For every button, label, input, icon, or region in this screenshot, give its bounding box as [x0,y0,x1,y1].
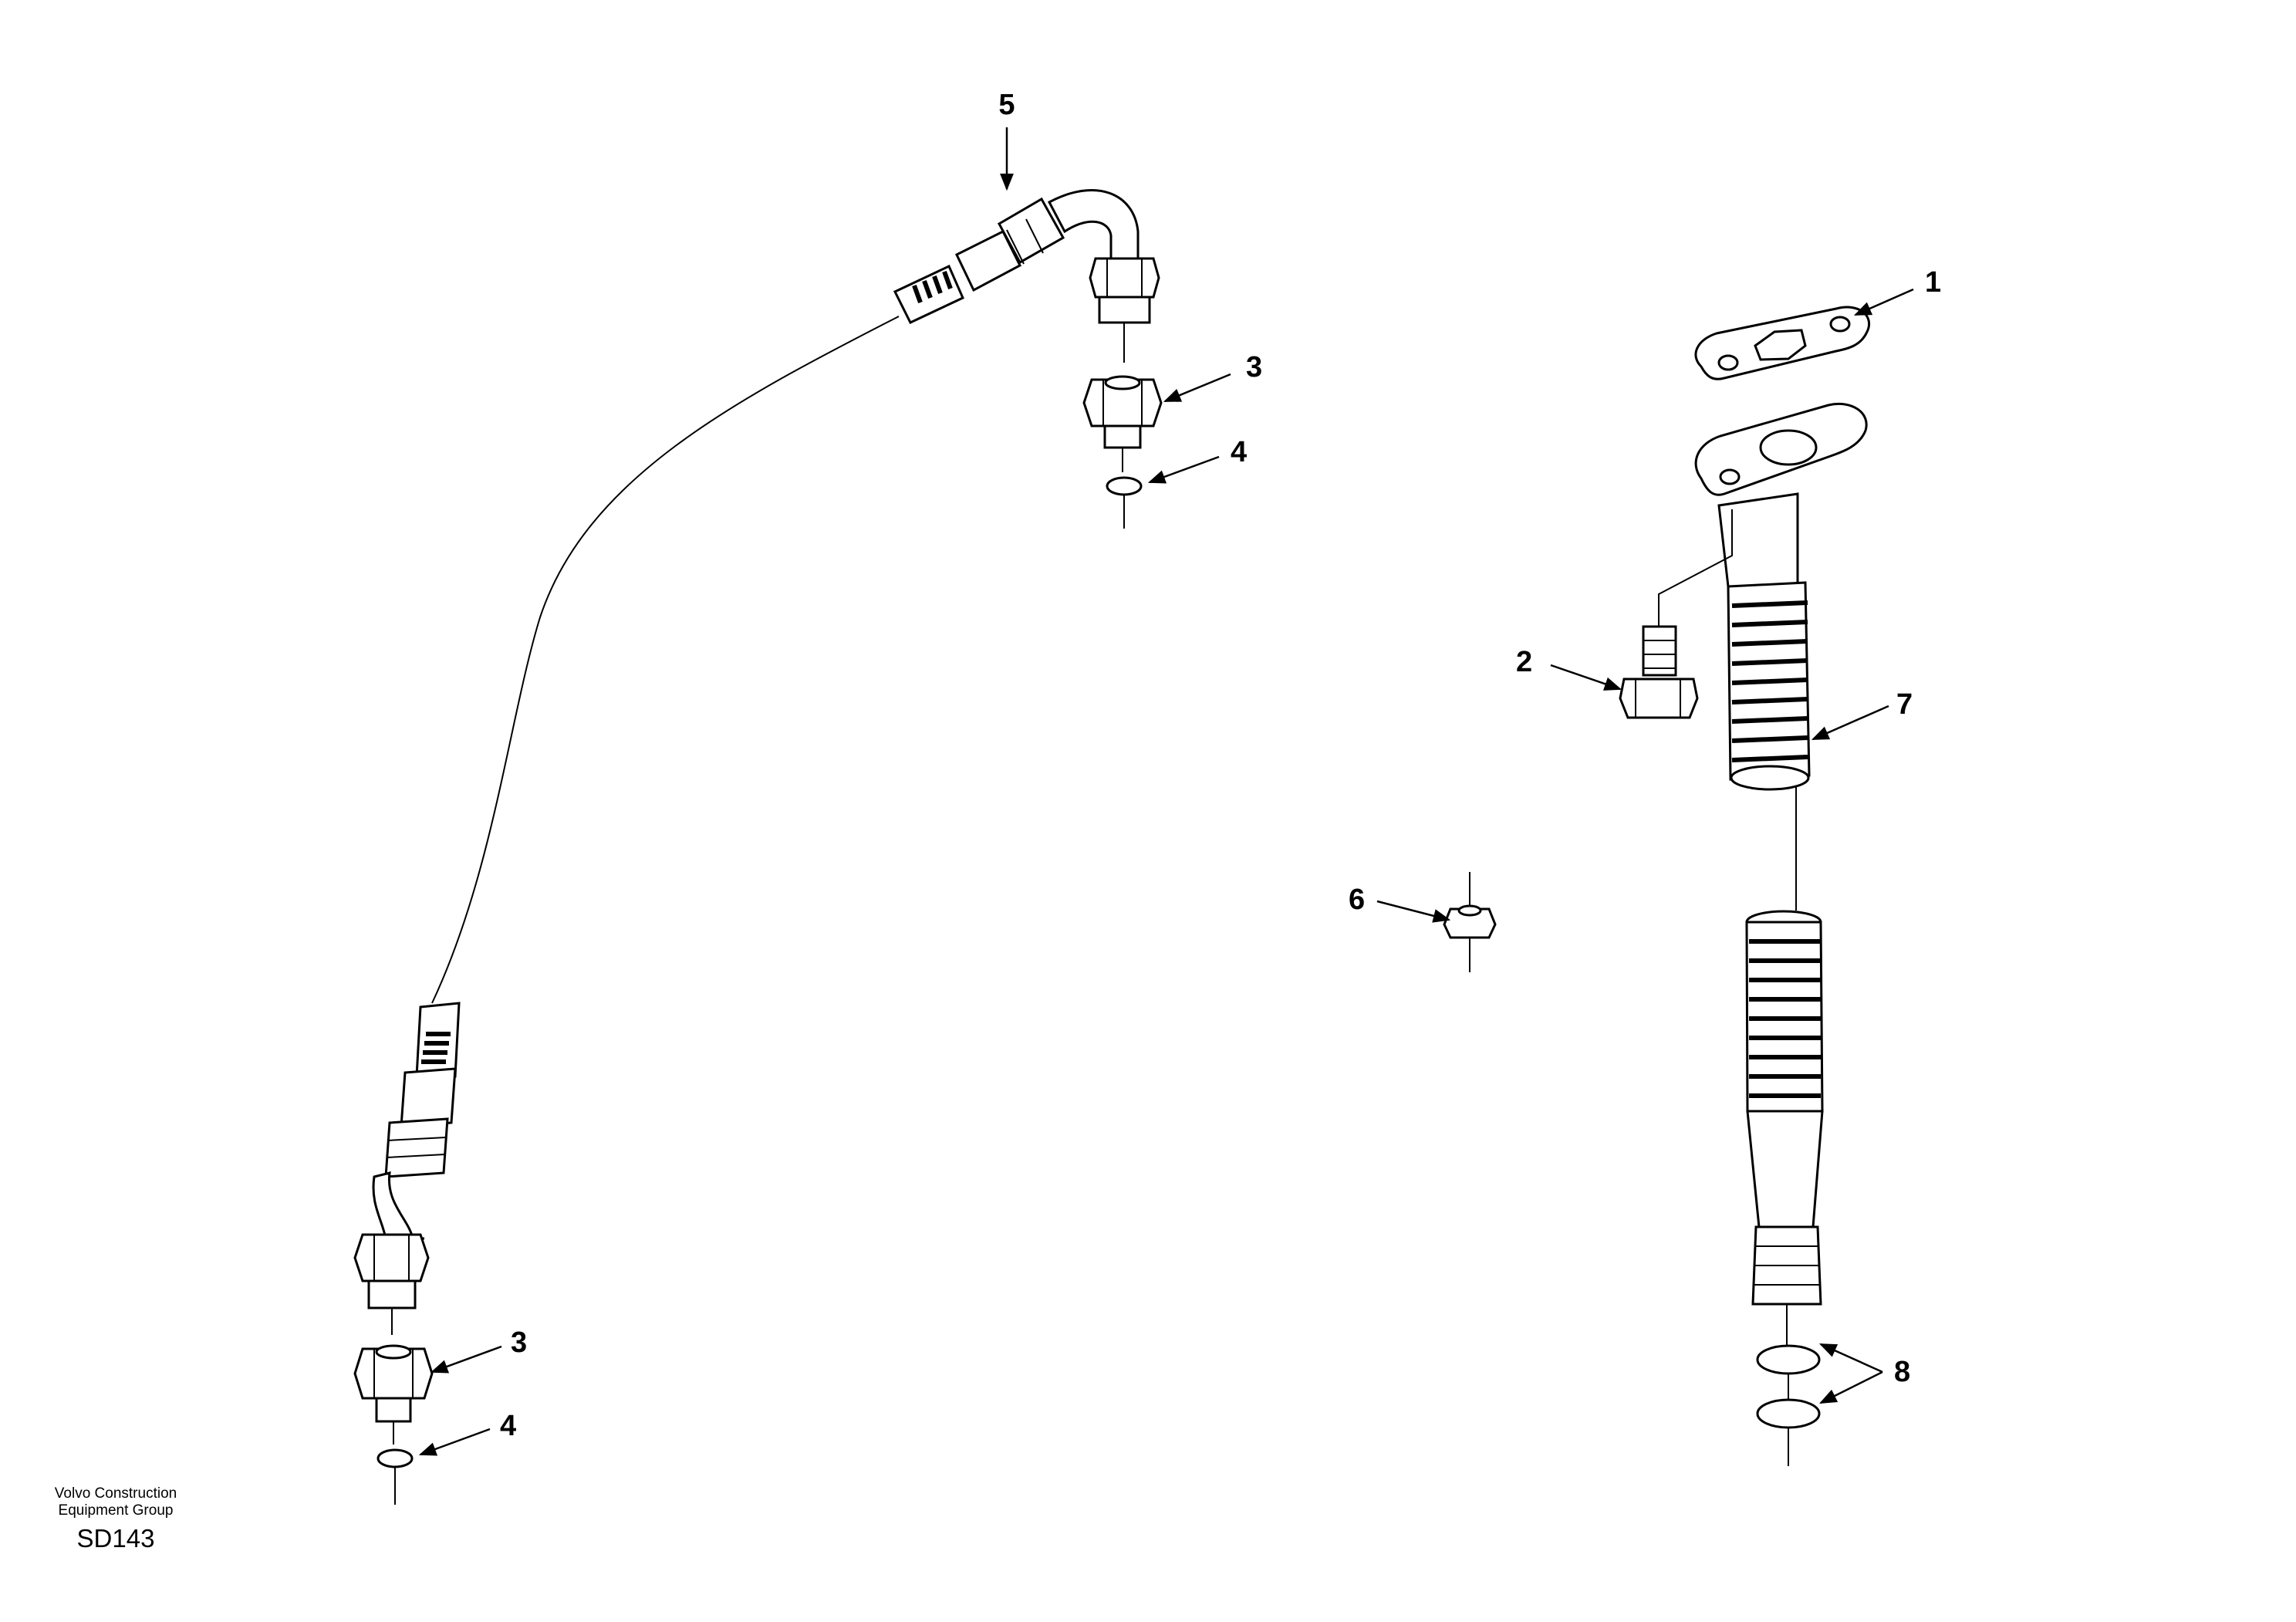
lower-hose-coupling [353,1002,461,1335]
callout-2: 2 [1516,646,1532,678]
callout-4-bottom: 4 [500,1410,516,1442]
callout-3-bottom: 3 [511,1326,527,1359]
leader-2 [1550,664,1622,691]
o-ring-lower [376,1448,414,1505]
o-ring-upper [1106,476,1143,529]
small-plug [1443,872,1497,972]
callout-numbers: 5 3 4 1 2 7 6 3 4 8 [500,89,1941,1442]
lower-corrugated-hose [1745,910,1824,1347]
company-name-line1: Volvo Construction [54,1485,177,1502]
callout-leaders [418,127,1914,1456]
leader-8b [1818,1370,1883,1404]
leader-6 [1376,900,1451,923]
leader-7 [1811,705,1889,741]
callout-1: 1 [1925,266,1941,299]
callout-6: 6 [1349,884,1365,916]
callout-4-top: 4 [1231,436,1247,468]
leader-4-top [1147,455,1220,484]
company-name-line2: Equipment Group [58,1502,174,1519]
upper-corrugated-hose [1727,581,1811,911]
callout-7: 7 [1896,688,1913,721]
drawing-code: SD143 [76,1524,155,1553]
sealing-rings [1756,1344,1821,1466]
return-pipe-assembly [1443,306,1870,1466]
flange-bolt [1619,509,1733,719]
callout-8: 8 [1894,1356,1910,1388]
leader-3-top [1163,373,1231,403]
callout-3-top: 3 [1246,351,1262,384]
upper-hose-coupling [893,189,1160,363]
leader-4-bottom [418,1428,491,1456]
oil-pipe-assembly [353,189,1163,1505]
union-nut-upper [1082,375,1163,472]
callout-5: 5 [998,89,1015,121]
leader-1 [1853,288,1914,316]
pipe-line [431,316,900,1004]
leader-8a [1818,1343,1883,1374]
gasket [1694,306,1870,380]
union-nut-lower [353,1344,434,1445]
pipe-flange [1694,403,1868,588]
leader-3-bottom [430,1345,502,1374]
